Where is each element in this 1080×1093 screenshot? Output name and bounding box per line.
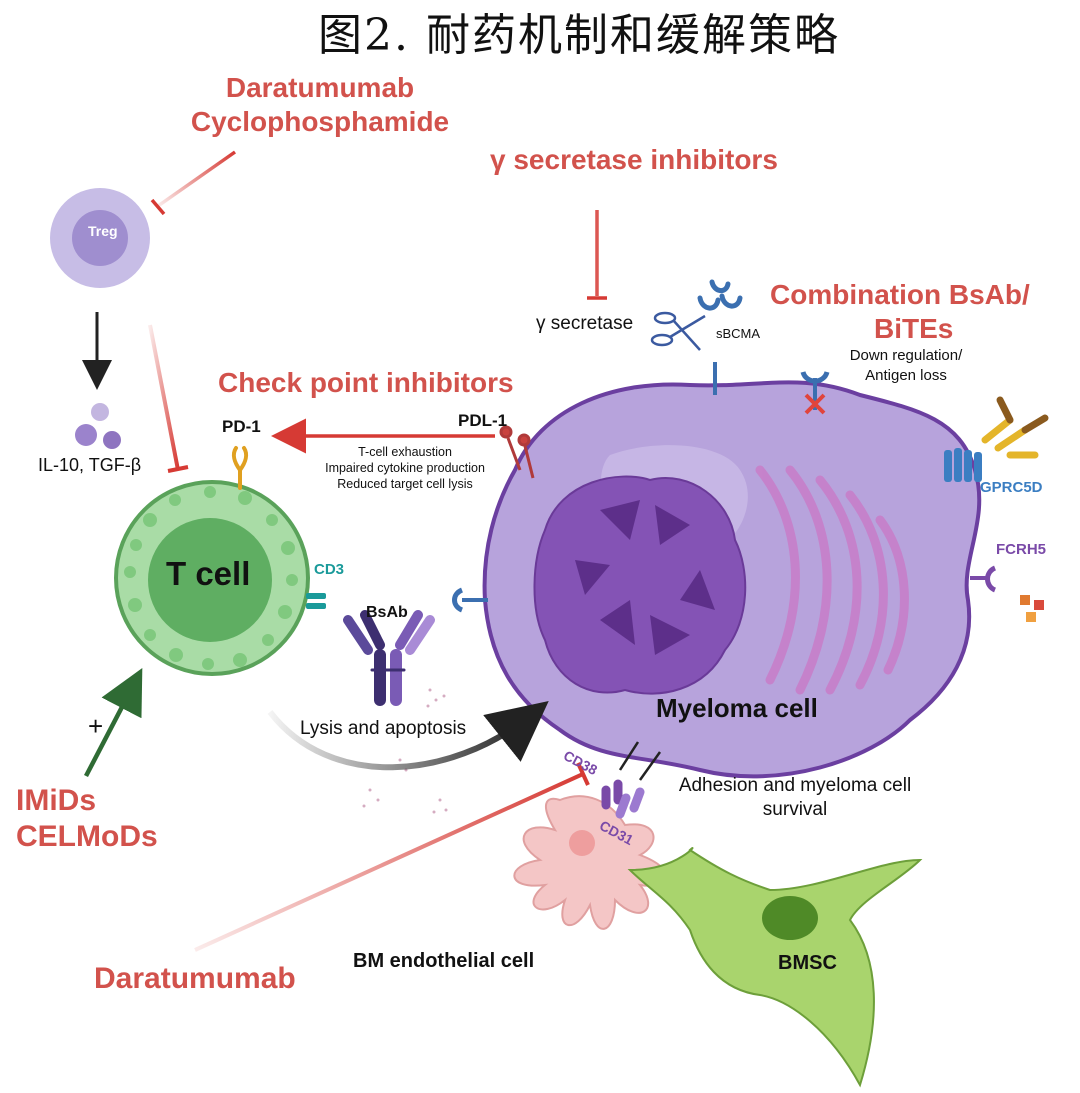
scissors-icon [650, 311, 706, 351]
cd3-label: CD3 [314, 561, 345, 578]
lysis-label: Lysis and apoptosis [300, 718, 467, 739]
antigen-loss-receptor [800, 371, 830, 415]
bm-endothelial-cell [513, 795, 668, 930]
cd3-receptor [306, 593, 326, 609]
bm-endothelial-label: BM endothelial cell [353, 950, 535, 972]
exhaustion-line-2: Impaired cytokine production [325, 461, 485, 475]
t-cell-label: T cell [166, 555, 251, 592]
treg-label: Treg [88, 223, 118, 239]
gamma-secretase-label: γ secretase [536, 313, 634, 334]
pdl1-label: PDL-1 [458, 411, 508, 430]
imids-label: IMiDs [16, 784, 97, 817]
gamma-secretase-inhibition-line [587, 210, 607, 300]
imids-stimulation-arrow [84, 668, 143, 778]
celmods-label: CELMoDs [16, 820, 158, 853]
combination-label-1: Combination BsAb/ [770, 279, 1030, 310]
bmsc-cell [627, 847, 923, 1088]
bmsc-label: BMSC [778, 952, 837, 974]
gprc5d-label: GPRC5D [980, 479, 1043, 496]
pd1-label: PD-1 [222, 417, 261, 436]
bsab-target-receptor [452, 587, 488, 613]
treg-drug-label-2: Cyclophosphamide [190, 106, 450, 137]
adhesion-line-2: survival [762, 799, 828, 820]
down-regulation-line-2: Antigen loss [865, 367, 947, 384]
myeloma-cell [482, 380, 982, 779]
combination-label-2: BiTEs [874, 313, 954, 344]
t-cell [114, 480, 310, 676]
gprc5d-receptor [944, 396, 1049, 482]
exhaustion-line-3: Reduced target cell lysis [337, 477, 473, 491]
exhaustion-line-1: T-cell exhaustion [358, 445, 452, 459]
fcrh5-receptor [970, 565, 1044, 622]
treg-to-tcell-inhibition [148, 324, 189, 473]
bsab-antibody [343, 610, 435, 706]
daratumumab-cd38-inhibition [194, 762, 590, 952]
treg-drug-label-1: Daratumumab [225, 72, 415, 103]
plus-sign: + [88, 711, 104, 741]
pd1-receptor [231, 446, 249, 490]
pdl1-ligand [499, 425, 535, 479]
treg-cell [50, 188, 150, 288]
treg-inhibition-line [150, 150, 237, 216]
sbcma-fragments [697, 279, 743, 311]
myeloma-nucleus [533, 475, 747, 695]
cytokines-label: IL-10, TGF-β [38, 455, 142, 475]
daratumumab-bottom-label: Daratumumab [94, 962, 296, 995]
lysis-particles [362, 688, 448, 814]
checkpoint-inhibitors-label: Check point inhibitors [218, 367, 514, 398]
cytokine-dots [75, 403, 121, 449]
lysis-arrow [267, 701, 549, 771]
figure-title: 图2. 耐药机制和缓解策略 [318, 10, 840, 61]
adhesion-line-1: Adhesion and myeloma cell [678, 775, 912, 796]
down-regulation-line-1: Down regulation/ [849, 347, 963, 364]
cd38-cd31-adhesion [601, 741, 662, 819]
myeloma-cell-label: Myeloma cell [656, 693, 818, 723]
fcrh5-label: FCRH5 [996, 541, 1047, 558]
bsab-label: BsAb [366, 604, 408, 621]
sbcma-label: sBCMA [716, 326, 761, 341]
gamma-secretase-inhibitors-label: γ secretase inhibitors [490, 144, 778, 175]
